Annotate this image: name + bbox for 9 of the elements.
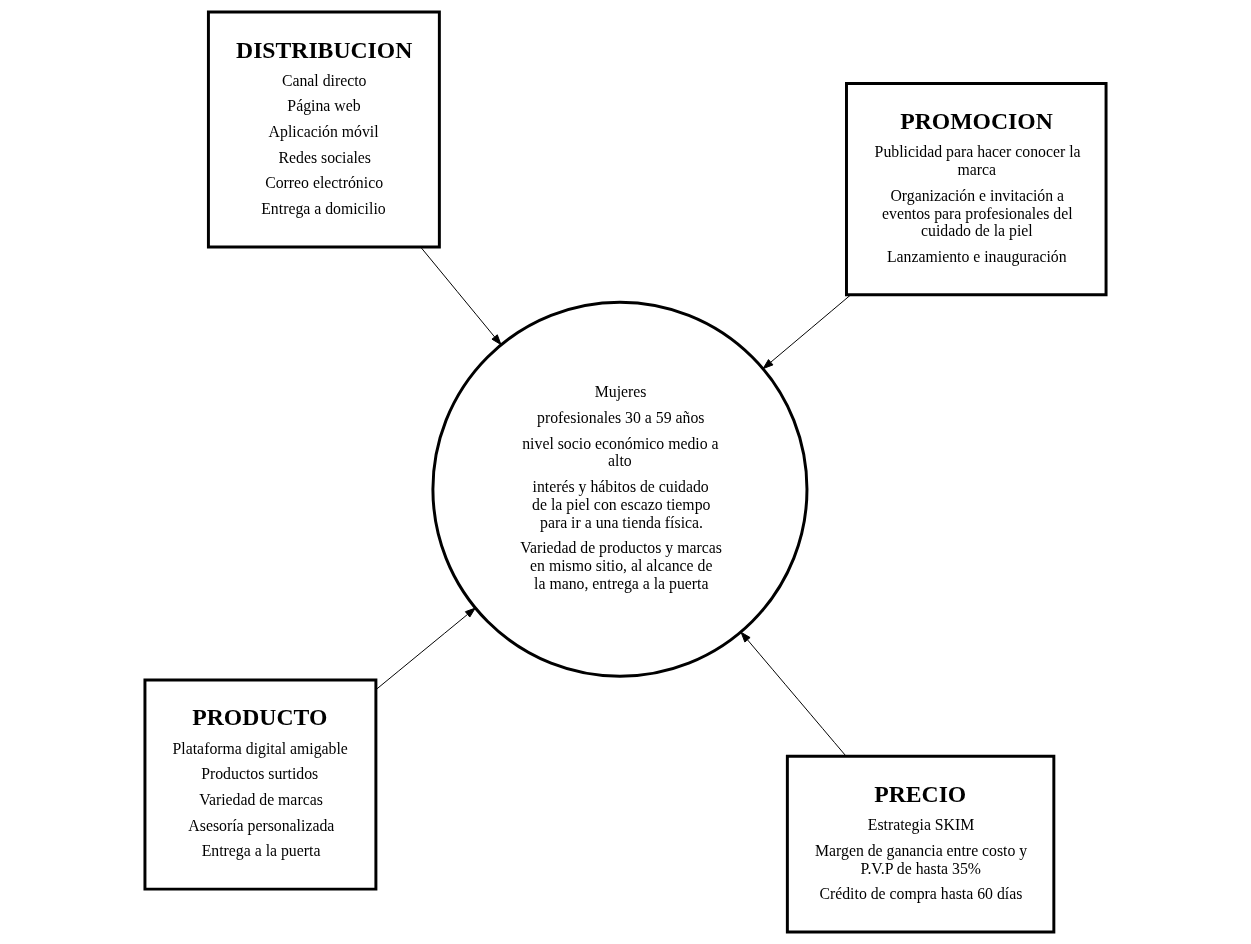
node-box: PROMOCION Publicidad para hacer conocer la marca Organización e invitación a eventos para profesionales del cuidado de la piel Lanzamiento e inauguración: [845, 82, 1108, 297]
arrow: [740, 631, 847, 757]
arrow: [420, 246, 502, 346]
node-box: PRODUCTO Plataforma digital amigable Productos surtidos Variedad de marcas Asesoría personalizada Entrega a la puerta: [143, 678, 378, 891]
node-box: DISTRIBUCION Canal directo Página web Aplicación móvil Redes sociales Correo electrónico Entrega a domicilio: [206, 10, 441, 249]
arrow: [762, 294, 852, 370]
arrow: [375, 607, 476, 691]
node-box: PRECIO Estrategia SKIM Margen de ganancia entre costo y P.V.P de hasta 35% Crédito de compra hasta 60 días: [785, 754, 1056, 934]
node-circle: Mujeres profesionales 30 a 59 años nivel socio económico medio a alto interés y hábitos de cuidado de la piel con escazo tiempo para ir a una tienda física. Variedad de productos y marcas en mismo sitio, al alcance de la mano, entrega a la puerta: [431, 300, 809, 678]
